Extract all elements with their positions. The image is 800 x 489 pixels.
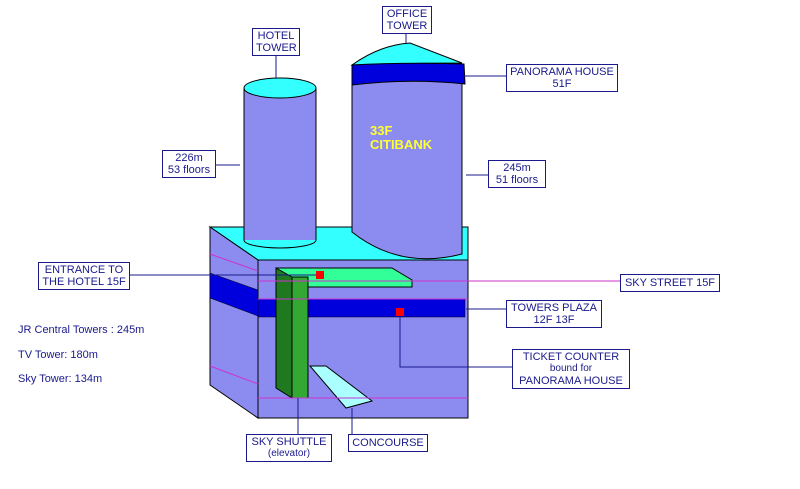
hotel-tower-roof [243,77,317,99]
office-tower-floor: 33F [370,123,393,138]
hotel-floors-value: 53 floors [167,164,211,176]
entrance-label-line2: THE HOTEL 15F [42,276,126,288]
hotel-tower-body [244,88,316,240]
hotel-tower-outline [243,88,317,249]
hotel-tower-label-line1: HOTEL [257,30,295,42]
office-tower-tenant: CITIBANK [370,137,433,152]
office-tower-roof [350,42,463,66]
office-floors-value: 51 floors [495,174,539,186]
hotel-height-label: 226m 53 floors [162,150,216,178]
office-height-value: 245m [503,162,531,174]
sky-shuttle-label-line2: (elevator) [267,448,311,459]
sky-street-label: SKY STREET 15F [620,274,720,292]
office-tower-text: 33F CITIBANK [370,124,432,152]
ticket-counter-label-line3: PANORAMA HOUSE [519,375,623,387]
concourse-label-text: CONCOURSE [352,437,424,449]
towers-plaza-label-line1: TOWERS PLAZA [511,302,597,314]
office-tower-label-line1: OFFICE [386,8,428,20]
ticket-counter-label: TICKET COUNTER bound for PANORAMA HOUSE [512,349,630,389]
sky-shuttle-label-line1: SKY SHUTTLE [251,436,327,448]
podium-left-face [209,226,259,419]
sky-shuttle-side [275,267,293,399]
hotel-tower-label: HOTEL TOWER [252,28,300,56]
towers-plaza-label-line2: 12F 13F [533,314,575,326]
office-tower-label: OFFICE TOWER [382,6,432,34]
sky-shuttle-label: SKY SHUTTLE (elevator) [246,434,332,462]
entrance-label-line1: ENTRANCE TO [44,264,124,276]
office-tower-body [351,64,463,260]
sky-shuttle-front [291,276,309,399]
floor-line-base-left [209,365,259,385]
panorama-house-label-line1: PANORAMA HOUSE [510,66,614,78]
panorama-house-label: PANORAMA HOUSE 51F [506,64,618,92]
sky-street-label-text: SKY STREET 15F [624,277,716,289]
ticket-counter-label-line2: bound for [549,363,593,374]
towers-plaza-label: TOWERS PLAZA 12F 13F [506,300,602,328]
concourse-label: CONCOURSE [348,434,428,452]
ticket-counter-marker [396,308,404,316]
entrance-label: ENTRANCE TO THE HOTEL 15F [38,262,130,290]
hotel-tower-label-line2: TOWER [256,42,297,54]
panorama-band [351,62,466,86]
ticket-counter-label-line1: TICKET COUNTER [522,351,620,363]
stat-tv-tower: TV Tower: 180m [18,349,98,361]
panorama-house-label-line2: 51F [552,78,572,90]
leader-ticket-counter [399,316,512,368]
office-tower-label-line2: TOWER [386,20,428,32]
stat-sky-tower: Sky Tower: 134m [18,373,103,385]
floor-line-15f-left [209,253,259,272]
stat-jr-central-towers: JR Central Towers : 245m [18,324,145,336]
hotel-height-value: 226m [175,152,203,164]
office-height-label: 245m 51 floors [488,160,546,188]
entrance-marker [316,271,324,279]
